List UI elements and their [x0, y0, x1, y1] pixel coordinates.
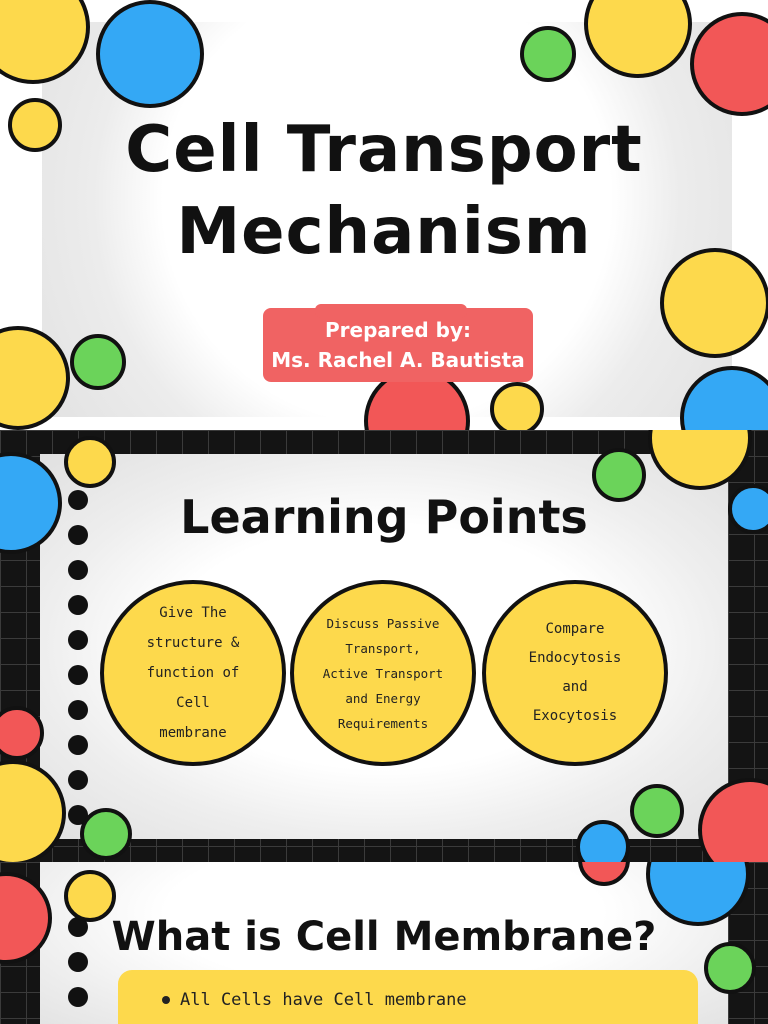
decor-circle-blue [576, 820, 630, 862]
binder-hole [68, 952, 88, 972]
slide-title: Cell Transport Mechanism Prepared by: Ms… [0, 0, 768, 430]
binder-hole [68, 490, 88, 510]
prepared-label: Prepared by: [325, 318, 471, 342]
bullet-text: All Cells have Cell membrane [180, 990, 467, 1010]
point-line: Endocytosis [528, 650, 622, 666]
definition-box: All Cells have Cell membrane [118, 970, 698, 1024]
slide-learning-points: Learning Points Give The structure & fun… [0, 430, 768, 862]
presenter-name: Ms. Rachel A. Bautista [271, 348, 525, 372]
decor-circle-green [80, 808, 132, 860]
binder-hole [68, 665, 88, 685]
decor-circle-yellow [660, 248, 768, 358]
point-line: structure & [146, 635, 240, 651]
binder-hole [68, 735, 88, 755]
binder-hole [68, 987, 88, 1007]
decor-circle-yellow [490, 382, 544, 430]
point-line: function of [146, 665, 240, 681]
decor-circle-red [0, 706, 44, 760]
point-line: Requirements [337, 715, 429, 731]
bullet-icon [162, 996, 170, 1004]
decor-circle-yellow [64, 436, 116, 488]
point-line: Compare [545, 621, 605, 637]
binder-holes [68, 490, 90, 840]
learning-points-title: Learning Points [180, 490, 588, 544]
binder-hole [68, 917, 88, 937]
prepared-by-badge: Prepared by: Ms. Rachel A. Bautista [263, 304, 533, 382]
point-line: Transport, [345, 640, 421, 656]
decor-circle-blue [96, 0, 204, 108]
binder-hole [68, 770, 88, 790]
point-line: Give The [159, 605, 227, 621]
title-line-2: Mechanism [176, 195, 592, 269]
learning-point-1: Give The structure & function of Cell me… [100, 580, 286, 766]
decor-circle-blue [728, 484, 768, 534]
learning-point-2: Discuss Passive Transport, Active Transp… [290, 580, 476, 766]
point-line: Cell [176, 695, 210, 711]
point-line: membrane [159, 725, 227, 741]
badge-tab [315, 304, 467, 318]
decor-circle-green [592, 448, 646, 502]
decor-circle-red [690, 12, 768, 116]
binder-hole [68, 630, 88, 650]
point-line: Active Transport [322, 665, 444, 681]
decor-circle-green [630, 784, 684, 838]
binder-hole [68, 595, 88, 615]
point-line: Exocytosis [532, 708, 618, 724]
decor-circle-yellow [64, 870, 116, 922]
slide-what-is-cell-membrane: What is Cell Membrane? All Cells have Ce… [0, 862, 768, 1024]
binder-hole [68, 700, 88, 720]
point-line: Discuss Passive [326, 615, 440, 631]
point-line: and Energy [345, 690, 421, 706]
decor-circle-green [520, 26, 576, 82]
learning-point-3: Compare Endocytosis and Exocytosis [482, 580, 668, 766]
point-line: and [562, 679, 588, 695]
decor-circle-green [70, 334, 126, 390]
title-line-1: Cell Transport [125, 113, 643, 187]
binder-hole [68, 525, 88, 545]
decor-circle-yellow [8, 98, 62, 152]
binder-hole [68, 560, 88, 580]
cell-membrane-title: What is Cell Membrane? [111, 914, 657, 960]
decor-circle-green [704, 942, 756, 994]
